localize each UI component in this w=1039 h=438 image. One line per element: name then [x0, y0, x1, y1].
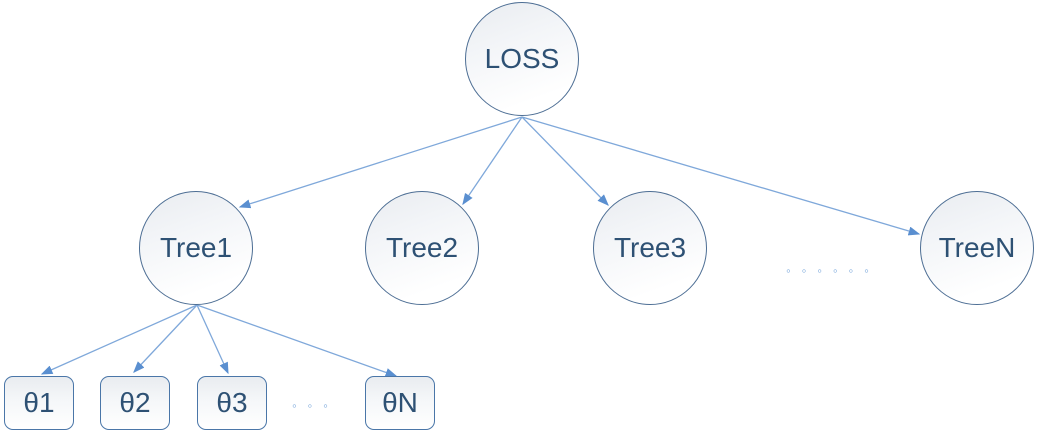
node-tree2: Tree2 — [365, 191, 479, 305]
connector-tree1-thetan — [196, 304, 398, 377]
connector-tree1-theta2 — [133, 304, 198, 373]
connector-loss-tree3 — [521, 116, 609, 206]
node-tree2-label: Tree2 — [385, 232, 459, 263]
connector-tree1-theta1 — [40, 304, 198, 375]
connector-tree1-theta3 — [196, 304, 229, 375]
connector-loss-tree1 — [238, 116, 523, 209]
node-theta3-label: θ3 — [216, 387, 248, 418]
connector-loss-tree2 — [462, 116, 523, 206]
node-tree3: Tree3 — [593, 191, 707, 305]
node-treen-label: TreeN — [938, 232, 1016, 263]
node-treen: TreeN — [920, 191, 1034, 305]
node-loss-label: LOSS — [484, 43, 560, 74]
node-thetan: θN — [365, 376, 435, 430]
node-tree3-label: Tree3 — [613, 232, 687, 263]
connector-loss-treen — [521, 116, 921, 236]
ellipsis-dots-level3: ◦◦◦ — [292, 397, 339, 413]
node-tree1-label: Tree1 — [159, 232, 233, 263]
ellipsis-dots-level2: ◦◦◦◦◦◦ — [786, 262, 880, 278]
node-theta1-label: θ1 — [23, 387, 55, 418]
node-theta1: θ1 — [4, 376, 74, 430]
node-theta2: θ2 — [100, 376, 170, 430]
node-theta3: θ3 — [197, 376, 267, 430]
node-thetan-label: θN — [382, 387, 418, 418]
node-loss: LOSS — [465, 2, 579, 116]
node-tree1: Tree1 — [139, 191, 253, 305]
node-theta2-label: θ2 — [119, 387, 151, 418]
